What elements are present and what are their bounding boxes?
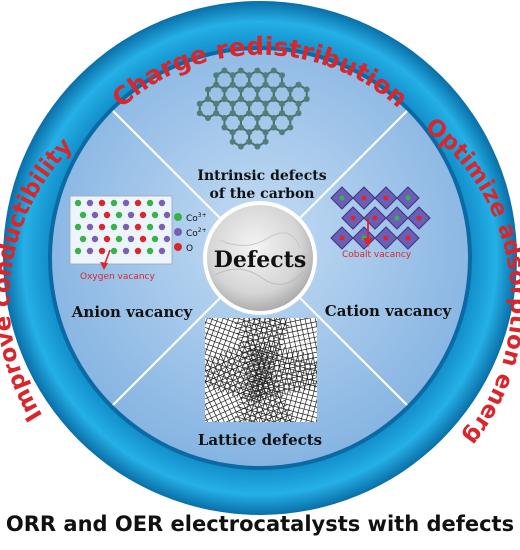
atom-legend: Co3+ Co2+ O — [174, 212, 207, 254]
center-circle — [203, 201, 317, 315]
sector-top-label-1: Intrinsic defects — [197, 168, 326, 184]
sector-bottom-label: Lattice defects — [198, 431, 322, 449]
anion-crystal-image — [69, 195, 173, 270]
sector-top-label-2: of the carbon — [210, 186, 315, 202]
sector-left-label: Anion vacancy — [71, 303, 194, 321]
oxygen-vacancy-annotation: Oxygen vacancy — [80, 272, 156, 282]
lattice-defect-image — [205, 318, 317, 422]
center-label: Defects — [214, 247, 306, 273]
cobalt-vacancy-annotation: Cobalt vacancy — [342, 250, 412, 260]
graphene-lattice-image — [196, 67, 310, 150]
cation-crystal-image — [330, 186, 431, 250]
sector-right-label: Cation vacancy — [325, 302, 453, 320]
figure-caption: ORR and OER electrocatalysts with defect… — [5, 512, 515, 536]
legend-co2: Co2+ — [186, 227, 207, 239]
legend-co3: Co3+ — [186, 212, 207, 224]
cobalt-vacancy-arrow — [363, 218, 373, 247]
legend-o: O — [186, 244, 193, 254]
